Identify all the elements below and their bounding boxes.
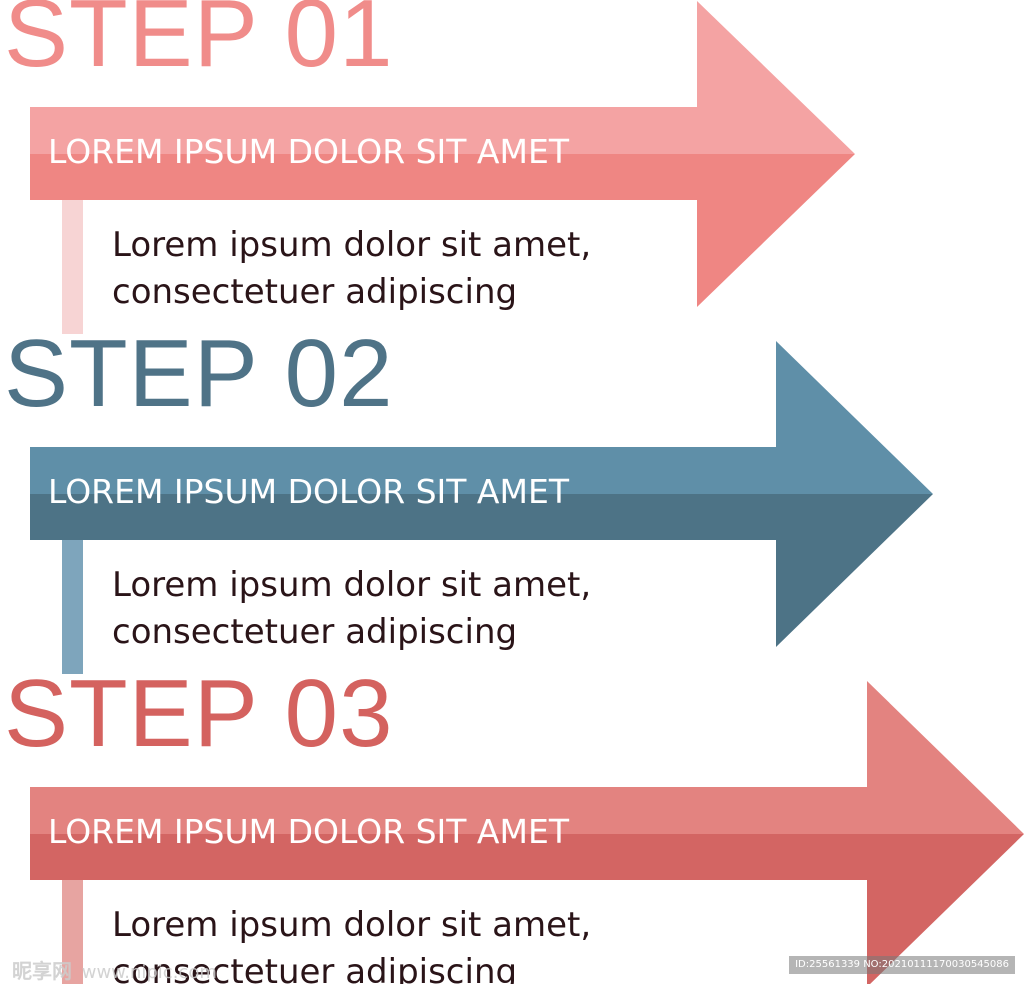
arrow-dark-half-3 bbox=[30, 834, 1024, 984]
step-title-3: STEP 03 bbox=[4, 660, 394, 767]
step-block-3: STEP 03 LOREM IPSUM DOLOR SIT AMET Lorem… bbox=[0, 666, 1024, 984]
arrow-shape-3 bbox=[30, 681, 1024, 984]
step-block-1: STEP 01 LOREM IPSUM DOLOR SIT AMET Lorem… bbox=[0, 0, 1024, 342]
arrow-shape-2 bbox=[30, 341, 933, 647]
arrow-band-label-1: LOREM IPSUM DOLOR SIT AMET bbox=[48, 132, 569, 171]
watermark-logo: 昵享网 bbox=[12, 959, 72, 983]
watermark-site: 昵享网 www.nipic.com bbox=[12, 955, 217, 984]
step-block-2: STEP 02 LOREM IPSUM DOLOR SIT AMET Lorem… bbox=[0, 326, 1024, 682]
step-title-2: STEP 02 bbox=[4, 320, 394, 427]
description-line-2: consectetuer adipiscing bbox=[112, 612, 518, 652]
arrow-dark-half-2 bbox=[30, 494, 933, 647]
arrow-shape-1 bbox=[30, 1, 855, 307]
step-description-1: Lorem ipsum dolor sit amet, consectetuer… bbox=[112, 222, 591, 316]
accent-bar-2 bbox=[62, 540, 83, 674]
description-line-2: consectetuer adipiscing bbox=[112, 272, 518, 312]
description-line-1: Lorem ipsum dolor sit amet, bbox=[112, 905, 592, 945]
description-line-1: Lorem ipsum dolor sit amet, bbox=[112, 225, 592, 265]
watermark-id: ID:25561339 NO:20210111170030545086 bbox=[789, 956, 1015, 974]
step-description-2: Lorem ipsum dolor sit amet, consectetuer… bbox=[112, 562, 591, 656]
arrow-light-half-2 bbox=[30, 341, 933, 494]
step-title-1: STEP 01 bbox=[4, 0, 394, 87]
description-line-2: consectetuer adipiscing bbox=[112, 952, 518, 984]
accent-bar-1 bbox=[62, 200, 83, 334]
arrow-light-half-3 bbox=[30, 681, 1024, 834]
arrow-band-label-2: LOREM IPSUM DOLOR SIT AMET bbox=[48, 472, 569, 511]
arrow-band-label-3: LOREM IPSUM DOLOR SIT AMET bbox=[48, 812, 569, 851]
accent-bar-3 bbox=[62, 880, 83, 984]
arrow-dark-half-1 bbox=[30, 154, 855, 307]
watermark-url: www.nipic.com bbox=[81, 962, 217, 983]
description-line-1: Lorem ipsum dolor sit amet, bbox=[112, 565, 592, 605]
arrow-light-half-1 bbox=[30, 1, 855, 154]
step-description-3: Lorem ipsum dolor sit amet, consectetuer… bbox=[112, 902, 591, 984]
